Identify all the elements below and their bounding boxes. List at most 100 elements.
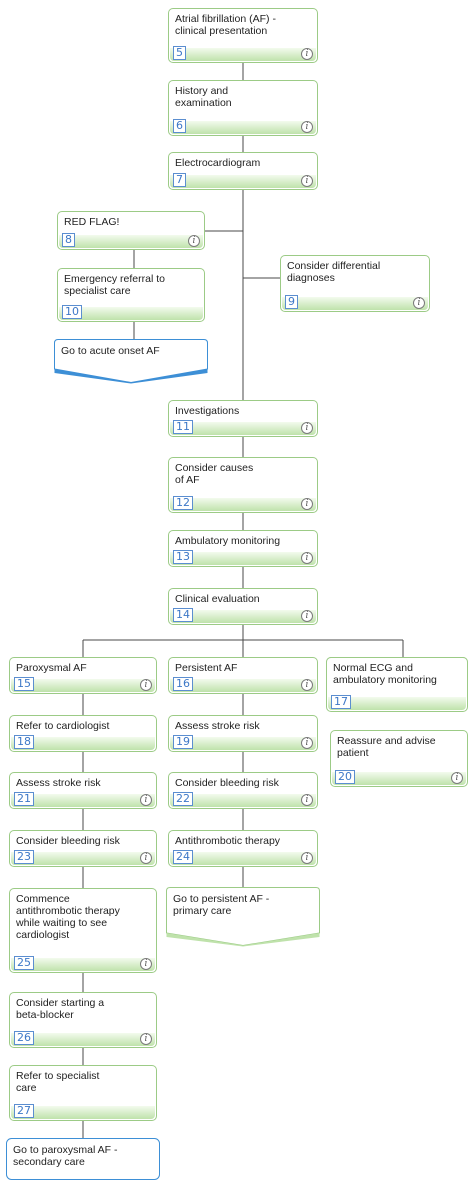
goto-label: Go to acute onset AF (61, 345, 160, 357)
node-number[interactable]: 10 (62, 305, 82, 319)
goto-chevron-shape (54, 339, 208, 384)
node-paroxysmal-af[interactable]: Paroxysmal AF 15 i (9, 657, 157, 694)
info-icon[interactable]: i (140, 1033, 152, 1045)
info-icon[interactable]: i (301, 422, 313, 434)
node-number[interactable]: 25 (14, 956, 34, 970)
node-normal-ecg-ambulatory-monitoring-box[interactable]: Normal ECG and ambulatory monitoring 17 (326, 657, 468, 712)
info-icon[interactable]: i (301, 498, 313, 510)
node-number[interactable]: 23 (14, 850, 34, 864)
node-label: Investigations (175, 405, 240, 417)
node-assess-stroke-risk-paroxysmal[interactable]: Assess stroke risk 21 i (9, 772, 157, 809)
node-number[interactable]: 14 (173, 608, 193, 622)
node-label: Consider causes of AF (175, 462, 254, 486)
node-bar (59, 307, 203, 320)
node-number[interactable]: 21 (14, 792, 34, 806)
info-icon[interactable]: i (140, 852, 152, 864)
node-number[interactable]: 13 (173, 550, 193, 564)
node-bar (170, 610, 316, 623)
info-icon[interactable]: i (188, 235, 200, 247)
node-bar (170, 121, 316, 134)
node-label: Clinical evaluation (175, 593, 260, 605)
node-label: Persistent AF (175, 662, 238, 674)
node-af-clinical-presentation[interactable]: Atrial fibrillation (AF) - clinical pres… (168, 8, 318, 63)
goto-persistent-af-primary-care[interactable]: Go to persistent AF - primary care (166, 887, 320, 947)
node-commence-antithrombotic-therapy[interactable]: Commence antithrombotic therapy while wa… (9, 888, 157, 973)
node-number[interactable]: 6 (173, 119, 186, 133)
node-bar (170, 737, 316, 750)
node-bar (170, 498, 316, 511)
node-label: Paroxysmal AF (16, 662, 87, 674)
node-number[interactable]: 20 (335, 770, 355, 784)
node-differential-diagnoses[interactable]: Consider differential diagnoses 9 i (280, 255, 430, 312)
info-icon[interactable]: i (140, 958, 152, 970)
node-number[interactable]: 15 (14, 677, 34, 691)
info-icon[interactable]: i (140, 794, 152, 806)
node-number[interactable]: 12 (173, 496, 193, 510)
node-assess-stroke-risk-persistent[interactable]: Assess stroke risk 19 i (168, 715, 318, 752)
node-bar (282, 297, 428, 310)
node-number[interactable]: 8 (62, 233, 75, 247)
node-electrocardiogram[interactable]: Electrocardiogram 7 i (168, 152, 318, 190)
node-number[interactable]: 24 (173, 850, 193, 864)
node-refer-to-cardiologist[interactable]: Refer to cardiologist 18 (9, 715, 157, 752)
node-clinical-evaluation[interactable]: Clinical evaluation 14 i (168, 588, 318, 625)
node-label: Emergency referral to specialist care (64, 273, 165, 297)
node-bar (170, 852, 316, 865)
info-icon[interactable]: i (301, 175, 313, 187)
node-number[interactable]: 5 (173, 46, 186, 60)
node-antithrombotic-therapy[interactable]: Antithrombotic therapy 24 i (168, 830, 318, 867)
node-label: Consider differential diagnoses (287, 260, 381, 284)
node-label: Consider bleeding risk (16, 835, 120, 847)
node-number[interactable]: 11 (173, 420, 193, 434)
node-number[interactable]: 27 (14, 1104, 34, 1118)
node-number[interactable]: 7 (173, 173, 186, 187)
goto-paroxysmal-af-secondary-care[interactable]: Go to paroxysmal AF - secondary care (6, 1138, 160, 1180)
info-icon[interactable]: i (413, 297, 425, 309)
node-label: Antithrombotic therapy (175, 835, 281, 847)
info-icon[interactable]: i (301, 852, 313, 864)
info-icon[interactable]: i (301, 610, 313, 622)
node-reassure-advise[interactable]: Reassure and advise patient 20 i (330, 730, 468, 787)
node-bar (170, 552, 316, 565)
node-investigations[interactable]: Investigations 11 i (168, 400, 318, 437)
node-bar (11, 1106, 155, 1119)
node-bar (170, 422, 316, 435)
node-bar (170, 794, 316, 807)
node-persistent-af[interactable]: Persistent AF 16 i (168, 657, 318, 694)
node-bar (11, 1033, 155, 1046)
node-number[interactable]: 22 (173, 792, 193, 806)
info-icon[interactable]: i (140, 679, 152, 691)
info-icon[interactable]: i (451, 772, 463, 784)
node-label: Refer to specialist care (16, 1070, 100, 1094)
node-number[interactable]: 17 (331, 695, 351, 709)
node-emergency-referral[interactable]: Emergency referral to specialist care 10 (57, 268, 205, 322)
node-label: RED FLAG! (64, 216, 120, 228)
node-history-examination[interactable]: History and examination 6 i (168, 80, 318, 136)
node-red-flag[interactable]: RED FLAG! 8 i (57, 211, 205, 250)
info-icon[interactable]: i (301, 679, 313, 691)
node-number[interactable]: 16 (173, 677, 193, 691)
node-number[interactable]: 9 (285, 295, 298, 309)
node-consider-bleeding-risk-paroxysmal[interactable]: Consider bleeding risk 23 i (9, 830, 157, 867)
node-bar (170, 175, 316, 188)
node-refer-to-specialist-care[interactable]: Refer to specialist care 27 (9, 1065, 157, 1121)
node-label: Refer to cardiologist (16, 720, 110, 732)
node-label: Assess stroke risk (16, 777, 101, 789)
node-consider-causes[interactable]: Consider causes of AF 12 i (168, 457, 318, 513)
info-icon[interactable]: i (301, 552, 313, 564)
node-bar (328, 697, 466, 710)
node-bar (11, 679, 155, 692)
info-icon[interactable]: i (301, 48, 313, 60)
node-consider-beta-blocker[interactable]: Consider starting a beta-blocker 26 i (9, 992, 157, 1048)
node-number[interactable]: 18 (14, 735, 34, 749)
info-icon[interactable]: i (301, 794, 313, 806)
node-ambulatory-monitoring[interactable]: Ambulatory monitoring 13 i (168, 530, 318, 567)
node-consider-bleeding-risk-persistent[interactable]: Consider bleeding risk 22 i (168, 772, 318, 809)
node-bar (11, 737, 155, 750)
goto-acute-onset-af[interactable]: Go to acute onset AF (54, 339, 208, 384)
info-icon[interactable]: i (301, 121, 313, 133)
info-icon[interactable]: i (301, 737, 313, 749)
node-number[interactable]: 19 (173, 735, 193, 749)
node-number[interactable]: 26 (14, 1031, 34, 1045)
